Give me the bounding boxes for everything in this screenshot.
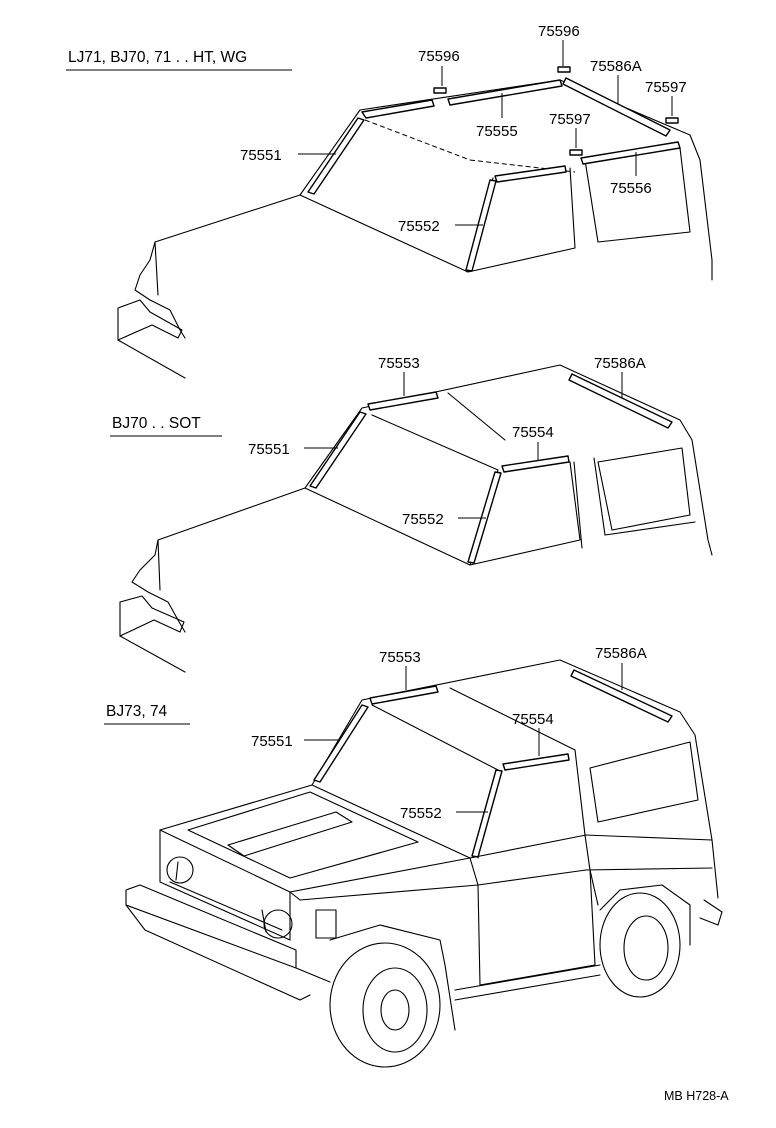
part-label: 75596 — [418, 48, 460, 65]
molding-roof-front-75553 — [367, 391, 439, 411]
part-label: 75597 — [549, 111, 591, 128]
molding-quarter-75556 — [580, 141, 681, 165]
section-title: LJ71, BJ70, 71 . . HT, WG — [68, 49, 247, 66]
part-label: 75552 — [400, 805, 442, 822]
molding-roof-front-75553 — [369, 685, 439, 705]
molding-windshield-pillar — [309, 411, 367, 489]
section-1-hardtop-wagon: LJ71, BJ70, 71 . . HT, WG 75596 — [66, 23, 713, 379]
part-label: 75555 — [476, 123, 518, 140]
clip-75596-a — [433, 87, 447, 94]
part-label: 75552 — [398, 218, 440, 235]
molding-windshield-pillar — [307, 117, 365, 195]
section-title: BJ70 . . SOT — [112, 415, 201, 432]
part-label: 75586A — [595, 645, 647, 662]
part-label: 75586A — [590, 58, 642, 75]
part-label: 75551 — [248, 441, 290, 458]
molding-roof-rear-75586a — [562, 77, 671, 137]
part-label: 75596 — [538, 23, 580, 40]
clip-75597-b — [665, 117, 679, 124]
molding-door-top-75554 — [502, 753, 570, 771]
part-label: 75597 — [645, 79, 687, 96]
part-label: 75556 — [610, 180, 652, 197]
molding-roof-front — [361, 99, 435, 119]
section-title: BJ73, 74 — [106, 703, 168, 720]
molding-windshield-pillar — [313, 704, 369, 783]
molding-door-pillar-75552 — [471, 769, 503, 858]
part-label: 75553 — [378, 355, 420, 372]
part-label: 75551 — [240, 147, 282, 164]
molding-roof-rear-75586a — [568, 373, 673, 429]
clip-75597-a — [569, 149, 583, 156]
section-3-full-vehicle: BJ73, 74 — [104, 645, 723, 1068]
diagram-code: MB H728-A — [664, 1089, 729, 1103]
clip-75596-b — [557, 66, 571, 73]
vehicle-outline-3 — [125, 659, 723, 1068]
part-label: 75554 — [512, 424, 554, 441]
part-label: 75553 — [379, 649, 421, 666]
molding-roof-side-75555 — [447, 79, 563, 106]
part-label: 75554 — [512, 711, 554, 728]
molding-door-top — [494, 165, 567, 183]
section-2-sot: BJ70 . . SOT 75553 75586A 75551 75554 — [110, 355, 713, 673]
molding-door-top-75554 — [501, 455, 570, 473]
vehicle-outline-2 — [119, 364, 713, 673]
part-label: 75586A — [594, 355, 646, 372]
part-label: 75551 — [251, 733, 293, 750]
molding-roof-rear-75586a — [570, 669, 673, 723]
part-label: 75552 — [402, 511, 444, 528]
